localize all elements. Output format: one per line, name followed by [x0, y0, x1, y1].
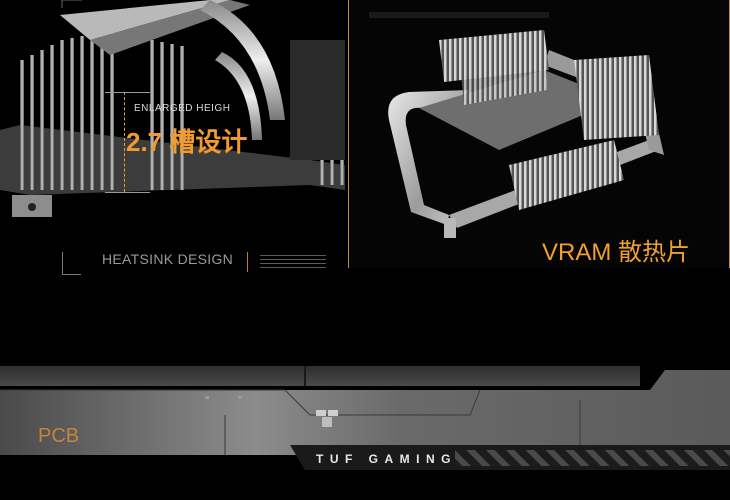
vram-heatsink-label: VRAM 散热片: [542, 239, 691, 266]
tuf-banner: [0, 366, 730, 470]
corner-bracket: [62, 252, 81, 275]
vram-heatsink-illustration: [349, 0, 729, 268]
enlarged-height-label: ENLARGED HEIGH: [134, 103, 231, 114]
pcb-label: PCB: [38, 425, 80, 447]
tuf-gaming-logo-text: TUF GAMING: [316, 452, 457, 466]
caption-separator: [247, 252, 248, 272]
heatsink-design-label: HEATSINK DESIGN: [102, 251, 234, 267]
heatsink-illustration: [0, 0, 345, 217]
height-measure-top-tick: [105, 92, 150, 93]
height-measure-line: [124, 92, 126, 192]
fine-print-lines: [260, 255, 326, 271]
vram-panel: [348, 0, 730, 268]
slot-height-title: 2.7 槽设计: [126, 127, 248, 157]
height-measure-bottom-tick: [105, 192, 150, 193]
